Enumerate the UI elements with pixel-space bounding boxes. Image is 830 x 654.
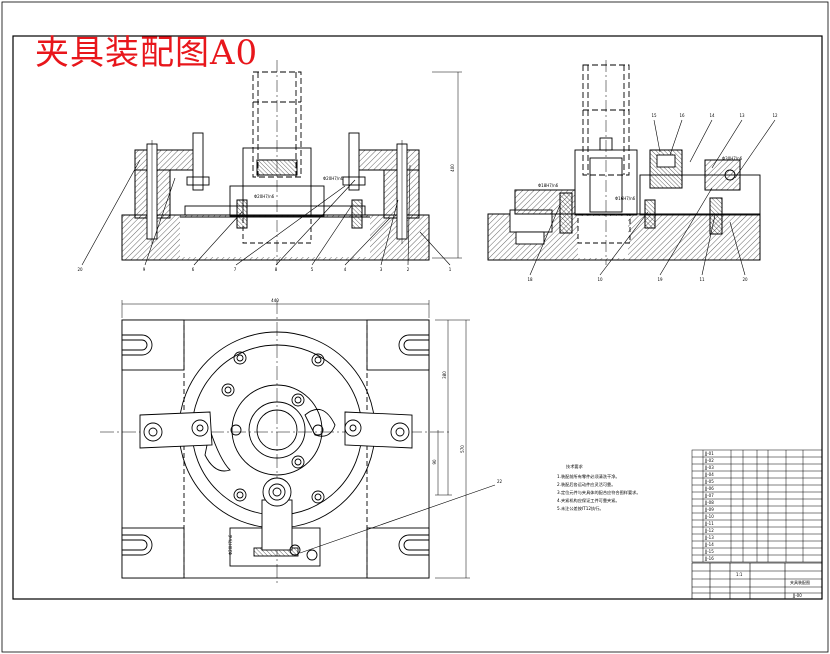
plan-view: [100, 300, 496, 585]
side-balloon: 15: [651, 113, 657, 118]
front-leaders: [81, 159, 451, 266]
plan-small-dim: 90: [432, 459, 437, 465]
tech-req-line: 2.装配后各运动件应灵活可靠。: [557, 481, 615, 488]
tech-req-heading: 技术要求: [566, 463, 584, 470]
front-height-dim: 400: [450, 164, 455, 172]
plan-height-inner-dim: 380: [442, 371, 447, 379]
plan-width-dim: 440: [271, 298, 279, 303]
drawing-frame: [12, 35, 823, 600]
side-balloon: 14: [709, 113, 715, 118]
title-block-name: 夹具装配图: [790, 579, 810, 585]
front-view: [121, 60, 462, 265]
parts-list-cell: JJ-09: [704, 507, 714, 512]
title-block-scale: 1:1: [736, 572, 743, 577]
parts-list-cell: JJ-16: [704, 556, 714, 561]
tech-req-line: 5.未注公差按IT12执行。: [557, 505, 604, 512]
parts-list-cell: JJ-05: [704, 479, 714, 484]
side-balloon: 10: [597, 277, 603, 282]
front-balloon: 5: [311, 267, 314, 272]
front-balloon: 20: [77, 267, 83, 272]
side-balloon: 16: [679, 113, 685, 118]
fit-label-a: Φ20H7/n6: [254, 194, 275, 199]
front-balloon: 2: [407, 267, 410, 272]
fit-label-d: Φ16H7/n6: [615, 196, 636, 201]
side-balloon-labels: 15 16 14 13 12 18 10 19 11 20: [527, 113, 778, 282]
parts-list-cell: JJ-06: [704, 486, 714, 491]
front-balloon: 8: [275, 267, 278, 272]
parts-list-cell: JJ-15: [704, 549, 714, 554]
fit-label-f: Φ20H7/n6: [228, 534, 233, 555]
drawing-title: 夹具装配图A0: [35, 33, 259, 73]
side-leaders: [529, 119, 776, 276]
front-balloon-labels: 20 9 6 7 8 5 4 3 2 1: [77, 267, 451, 272]
parts-list-cell: JJ-07: [704, 493, 714, 498]
tech-req-line: 4.夹紧机构应保证工件可靠夹紧。: [557, 497, 620, 504]
fit-label-c: Φ18H7/n6: [538, 183, 559, 188]
parts-list-cell: JJ-02: [704, 458, 714, 463]
side-balloon: 20: [742, 277, 748, 282]
title-block-number: JJ-00: [792, 593, 802, 598]
side-balloon: 11: [699, 277, 705, 282]
title-block: [691, 562, 823, 600]
parts-list-cell: JJ-10: [704, 514, 714, 519]
front-balloon: 7: [234, 267, 237, 272]
plan-height-dim: 570: [460, 445, 465, 453]
front-balloon: 4: [344, 267, 347, 272]
tech-req-line: 3.定位元件与夹具体的配合应符合图样要求。: [557, 489, 641, 496]
front-balloon: 6: [192, 267, 195, 272]
tech-requirements: 技术要求 1.装配前所有零件必须清洗干净。 2.装配后各运动件应灵活可靠。 3.…: [557, 463, 641, 512]
side-balloon: 12: [772, 113, 778, 118]
tech-req-line: 1.装配前所有零件必须清洗干净。: [557, 473, 620, 480]
fit-label-b: Φ20H7/n6: [323, 176, 344, 181]
side-balloon: 18: [527, 277, 533, 282]
side-view: [487, 60, 761, 265]
plan-balloon: 22: [497, 479, 503, 484]
front-balloon: 3: [380, 267, 383, 272]
parts-list-cell: JJ-13: [704, 535, 714, 540]
parts-list-cell: JJ-01: [704, 451, 714, 456]
fit-label-e: Φ30H7/n6: [722, 156, 743, 161]
side-balloon: 13: [739, 113, 745, 118]
parts-list-cell: JJ-11: [704, 521, 714, 526]
parts-list-cell: JJ-04: [704, 472, 714, 477]
front-balloon: 9: [143, 267, 146, 272]
parts-list-cell: JJ-08: [704, 500, 714, 505]
parts-list: JJ-01JJ-02JJ-03JJ-04JJ-05JJ-06JJ-07JJ-08…: [691, 449, 823, 563]
parts-list-cell: JJ-12: [704, 528, 714, 533]
parts-list-cell: JJ-14: [704, 542, 714, 547]
side-balloon: 19: [657, 277, 663, 282]
parts-list-cell: JJ-03: [704, 465, 714, 470]
front-balloon: 1: [449, 267, 452, 272]
